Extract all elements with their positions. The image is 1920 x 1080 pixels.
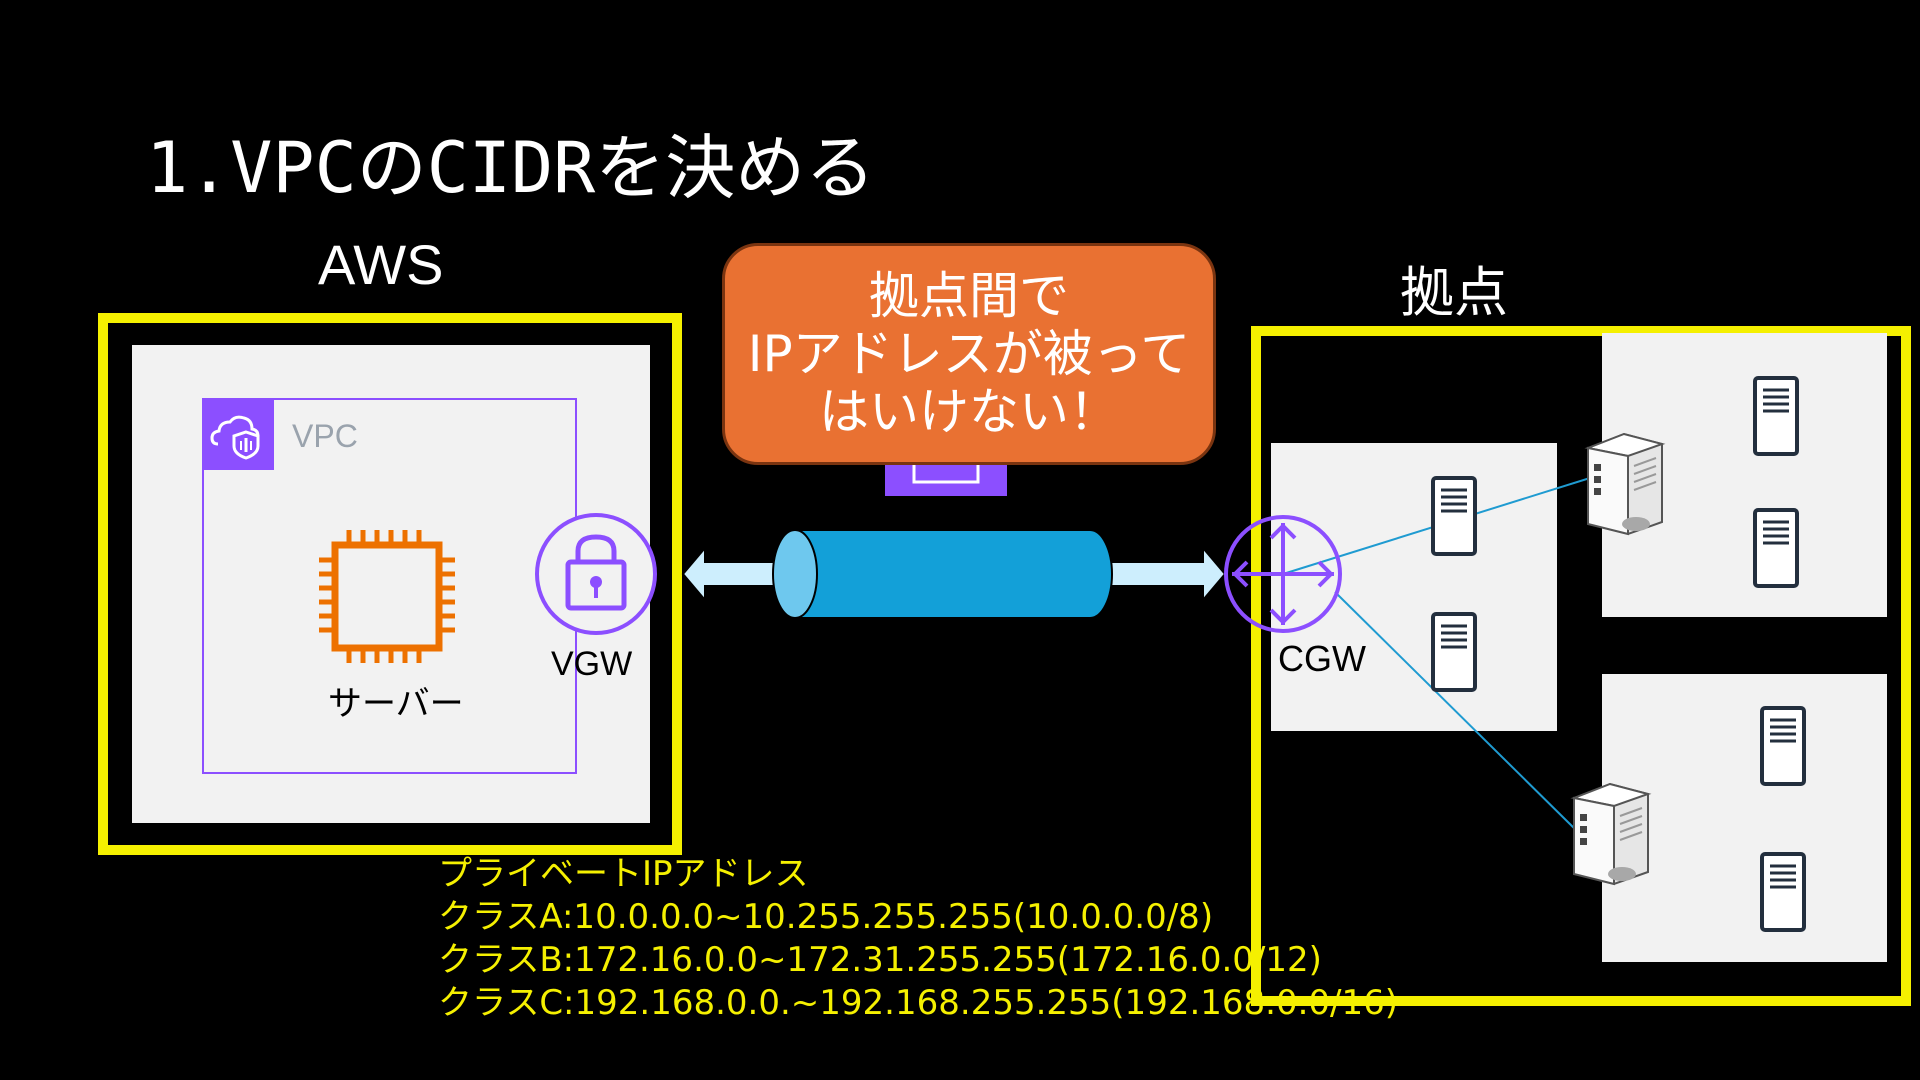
site-highlight-box: [1251, 326, 1911, 1006]
chip-icon: [319, 530, 455, 663]
vpc-badge: [202, 398, 274, 470]
server-label: サーバー: [328, 684, 464, 724]
site-panel-lower: [1602, 674, 1887, 962]
tower-server-icon: [1584, 432, 1666, 536]
router-cross-icon: [1224, 515, 1342, 633]
vpc-label: VPC: [292, 418, 358, 454]
class-b-range: クラスB:172.16.0.0~172.31.255.255(172.16.0.…: [438, 940, 1322, 980]
left-arrow: [681, 545, 776, 603]
lock-icon: [535, 513, 657, 635]
tunnel-icon: [772, 529, 1113, 619]
right-arrow: [1109, 545, 1227, 603]
site-panel-cgw: [1271, 443, 1557, 731]
warning-callout: 拠点間で IPアドレスが被って はいけない！: [722, 243, 1216, 465]
server-icon: [1753, 508, 1799, 588]
private-ip-heading: プライベートIPアドレス: [438, 854, 809, 894]
callout-line-3: はいけない！: [819, 383, 1119, 441]
tower-server-icon: [1570, 782, 1652, 886]
class-a-range: クラスA:10.0.0.0~10.255.255.255(10.0.0.0/8): [438, 897, 1214, 937]
cgw-label: CGW: [1278, 638, 1366, 679]
vgw-label: VGW: [551, 645, 633, 683]
server-icon: [1431, 612, 1477, 692]
callout-line-2: IPアドレスが被って: [747, 325, 1191, 383]
server-icon: [1760, 706, 1806, 786]
class-c-range: クラスC:192.168.0.0.~192.168.255.255(192.16…: [438, 983, 1399, 1023]
aws-highlight-box: [98, 313, 682, 855]
cloud-shield-icon: [210, 415, 260, 460]
aws-label: AWS: [318, 233, 444, 296]
slide-title: 1.VPCのCIDRを決める: [146, 127, 876, 209]
callout-line-1: 拠点間で: [869, 267, 1069, 325]
server-icon: [1760, 852, 1806, 932]
private-ip-info: プライベートIPアドレス クラスA:10.0.0.0~10.255.255.25…: [438, 853, 1398, 1025]
server-icon: [1431, 476, 1477, 556]
server-icon: [1753, 376, 1799, 456]
site-label: 拠点: [1400, 261, 1508, 324]
